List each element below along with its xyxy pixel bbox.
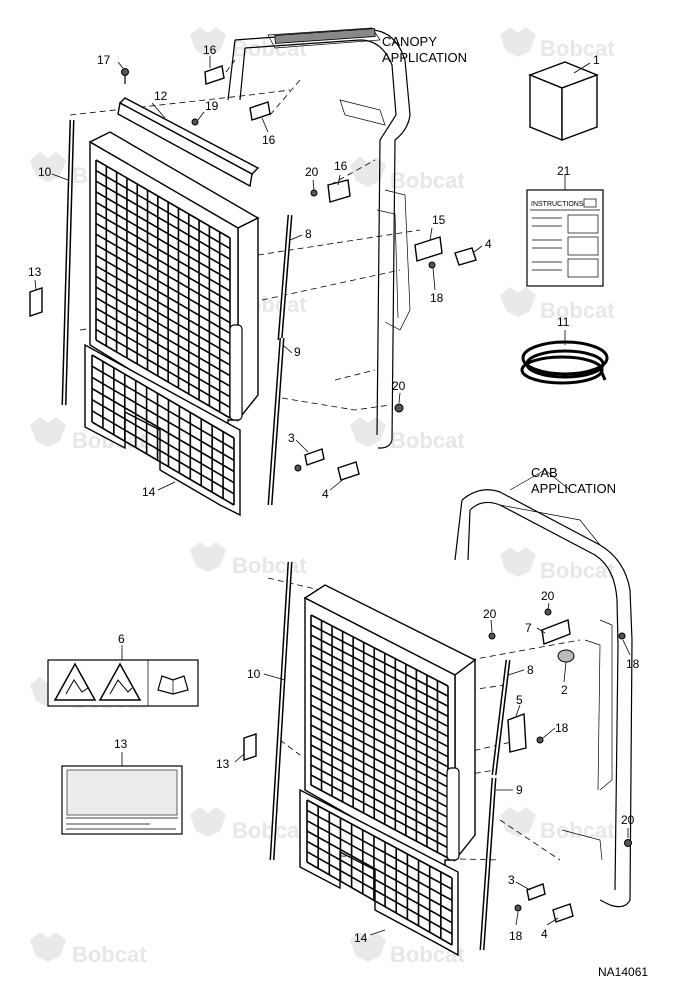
callout-20: 20 [305, 165, 319, 179]
callout-18: 18 [430, 291, 444, 305]
cab-title-line1: CAB [531, 465, 558, 480]
watermark-logo: Bobcat [30, 932, 147, 967]
callout-4: 4 [485, 237, 492, 251]
callout-2: 2 [561, 683, 568, 697]
cab-screen-grid-upper [310, 614, 449, 859]
callout-16: 16 [203, 43, 217, 57]
top-bracket-bar [117, 97, 260, 188]
canopy-frame [227, 27, 411, 449]
watermark-text: Bobcat [390, 168, 465, 193]
watermark-logo: Bobcat [350, 417, 465, 453]
callout-20: 20 [483, 607, 497, 621]
canopy-hardware [29, 65, 477, 481]
canopy-seals [61, 119, 293, 506]
seal-coil [520, 340, 609, 385]
callout-4: 4 [322, 487, 329, 501]
watermark-text: Bobcat [390, 428, 465, 453]
callout-18: 18 [509, 929, 523, 943]
callout-11: 11 [557, 315, 570, 329]
callout-13: 13 [216, 757, 230, 771]
watermark-logo: Bobcat [500, 27, 615, 61]
watermark-logo: Bobcat [190, 542, 307, 578]
cab-screen-grid-lower [306, 799, 453, 946]
callout-13: 13 [114, 737, 128, 751]
callout-20: 20 [621, 813, 635, 827]
callout-17: 17 [97, 53, 111, 67]
canopy-screen-grid-lower [91, 354, 235, 506]
instructions-text: INSTRUCTIONS [531, 201, 584, 208]
callout-10: 10 [38, 165, 52, 179]
cab-seals [269, 561, 511, 951]
callout-20: 20 [541, 589, 555, 603]
callout-8: 8 [527, 663, 534, 677]
watermark-logo: Bobcat [500, 287, 615, 323]
watermark-text: Bobcat [540, 36, 615, 61]
callout-1: 1 [593, 53, 600, 67]
callout-16: 16 [334, 159, 348, 173]
cab-hardware [243, 608, 632, 923]
callout-14: 14 [142, 485, 156, 499]
watermark-logo: Bobcat [500, 547, 615, 583]
figure-id: NA14061 [598, 965, 648, 979]
callout-10: 10 [247, 667, 261, 681]
callout-6: 6 [118, 632, 125, 646]
leader-lines [34, 56, 631, 936]
watermark-text: Bobcat [232, 818, 307, 843]
instructions-sheet: INSTRUCTIONS [526, 189, 604, 287]
watermark-logo: Bobcat [350, 157, 465, 193]
kit-box [528, 61, 599, 142]
canopy-screen-grid-upper [95, 159, 231, 419]
screen-decal [61, 765, 183, 835]
watermark-text: Bobcat [540, 818, 615, 843]
watermark-text: Bobcat [540, 298, 615, 323]
callout-4: 4 [541, 927, 548, 941]
cab-title-line2: APPLICATION [531, 481, 616, 496]
callout-5: 5 [516, 693, 523, 707]
watermark-logo: Bobcat [500, 807, 615, 843]
callouts: 1 21 11 17 16 16 16 12 19 10 13 20 15 4 … [28, 43, 640, 945]
watermark-text: Bobcat [232, 553, 307, 578]
watermark-logo: Bobcat [190, 807, 307, 843]
cab-rear-screen [299, 584, 477, 957]
callout-18: 18 [555, 721, 569, 735]
callout-20: 20 [392, 379, 406, 393]
canopy-title-line2: APPLICATION [382, 50, 467, 65]
callout-15: 15 [432, 213, 446, 227]
callout-19: 19 [205, 99, 219, 113]
callout-7: 7 [525, 621, 532, 635]
warning-decal [47, 659, 199, 707]
callout-3: 3 [288, 431, 295, 445]
callout-9: 9 [516, 783, 523, 797]
callout-3: 3 [508, 873, 515, 887]
callout-14: 14 [354, 931, 368, 945]
callout-21: 21 [557, 164, 571, 178]
watermark-text: Bobcat [72, 942, 147, 967]
callout-13: 13 [28, 265, 42, 279]
callout-16: 16 [262, 133, 276, 147]
callout-9: 9 [294, 345, 301, 359]
callout-12: 12 [154, 89, 168, 103]
callout-8: 8 [305, 227, 312, 241]
canopy-rear-screen [84, 131, 260, 517]
canopy-title-line1: CANOPY [382, 34, 437, 49]
cab-frame [454, 469, 633, 908]
callout-18: 18 [626, 657, 640, 671]
watermark-text: Bobcat [540, 558, 615, 583]
